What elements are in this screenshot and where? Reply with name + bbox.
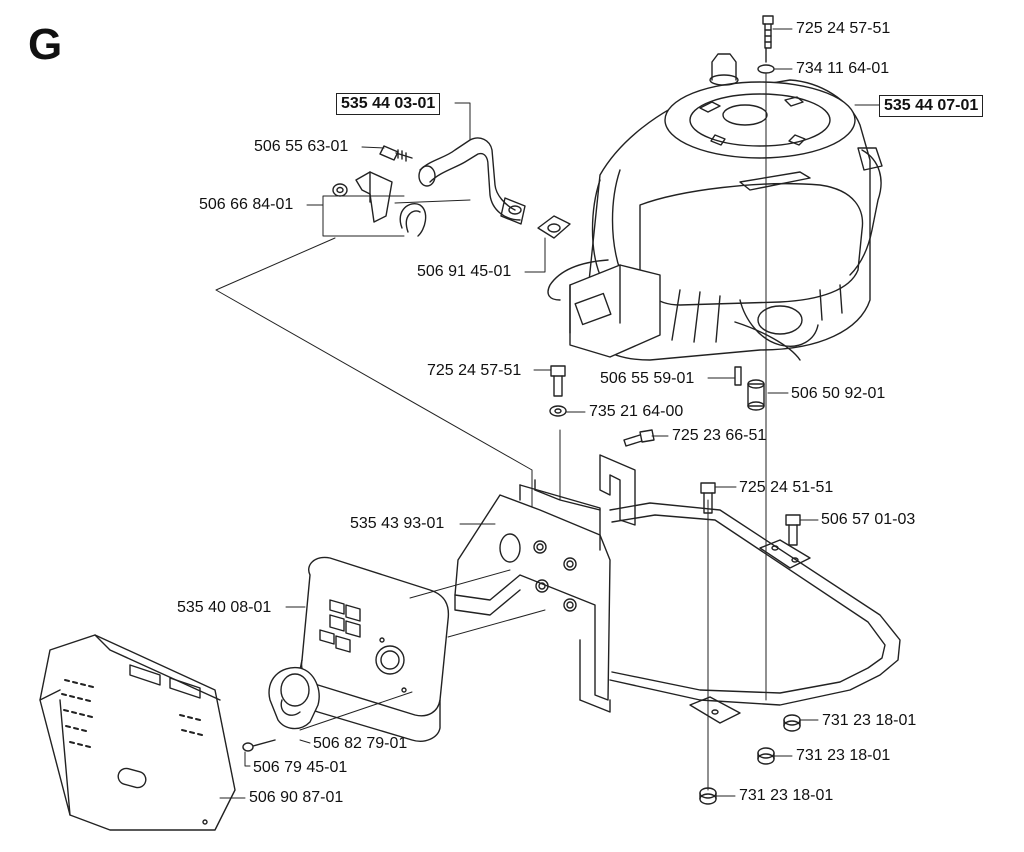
part-label-725-24-57-51-top: 725 24 57-51 xyxy=(796,20,891,37)
frame-drawing xyxy=(609,502,901,724)
part-label-535-40-08-01: 535 40 08-01 xyxy=(177,599,272,616)
part-label-506-55-59-01: 506 55 59-01 xyxy=(600,370,695,387)
part-label-734-11-64-01: 734 11 64-01 xyxy=(796,60,890,77)
part-label-506-55-63-01: 506 55 63-01 xyxy=(254,138,349,155)
leader-lines xyxy=(219,28,881,799)
part-label-535-44-03-01: 535 44 03-01 xyxy=(336,93,441,115)
bolt-side-drawing xyxy=(623,429,655,447)
nut-drawing xyxy=(699,714,801,805)
clamp-drawing xyxy=(332,171,427,237)
screw-drawing xyxy=(242,739,276,752)
part-label-506-90-87-01: 506 90 87-01 xyxy=(249,789,344,806)
part-label-506-66-84-01: 506 66 84-01 xyxy=(199,196,294,213)
small-bolt-drawing xyxy=(379,145,413,162)
muffler-drawing xyxy=(295,556,450,742)
engine-drawing xyxy=(547,53,883,361)
part-label-506-82-79-01: 506 82 79-01 xyxy=(313,735,408,752)
part-label-506-50-92-01: 506 50 92-01 xyxy=(791,385,886,402)
bolt-mid-drawing xyxy=(549,365,567,417)
spacer-drawing xyxy=(747,379,765,411)
part-label-725-24-57-51-mid: 725 24 57-51 xyxy=(427,362,522,379)
part-label-506-57-01-03: 506 57 01-03 xyxy=(821,511,916,528)
part-label-506-79-45-01: 506 79 45-01 xyxy=(253,759,348,776)
muffler-guard-drawing xyxy=(39,634,236,831)
part-label-535-44-07-01: 535 44 07-01 xyxy=(879,95,984,117)
part-label-735-21-64-00: 735 21 64-00 xyxy=(589,403,684,420)
part-label-725-24-51-51: 725 24 51-51 xyxy=(739,479,834,496)
exhaust-pipe-drawing xyxy=(418,137,526,225)
part-label-731-23-18-01-b: 731 23 18-01 xyxy=(796,747,891,764)
part-label-506-91-45-01: 506 91 45-01 xyxy=(417,263,512,280)
part-label-725-23-66-51: 725 23 66-51 xyxy=(672,427,767,444)
section-letter: G xyxy=(28,20,63,69)
part-label-731-23-18-01-c: 731 23 18-01 xyxy=(739,787,834,804)
pin-drawing xyxy=(734,366,742,386)
part-label-535-43-93-01: 535 43 93-01 xyxy=(350,515,445,532)
deflector-drawing xyxy=(268,666,413,731)
bolt-top-drawing xyxy=(757,15,775,74)
part-label-731-23-18-01-a: 731 23 18-01 xyxy=(822,712,917,729)
exhaust-gasket-drawing xyxy=(537,215,571,239)
mounting-plate-drawing xyxy=(454,429,636,713)
